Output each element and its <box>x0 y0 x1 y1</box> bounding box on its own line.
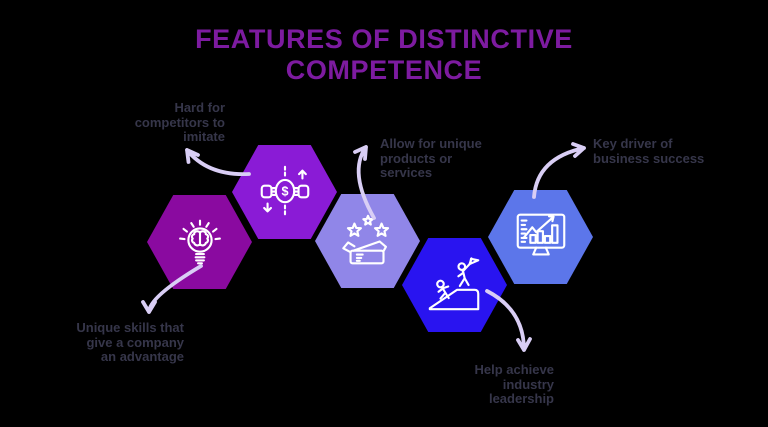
label-business-success: Key driver of business success <box>593 136 705 166</box>
label-unique-skills: Unique skills that give a company an adv… <box>76 320 184 364</box>
gift-box-stars-icon <box>341 214 389 265</box>
page-title: FEATURES OF DISTINCTIVE COMPETENCE <box>195 24 573 85</box>
growth-chart-monitor-icon <box>516 213 565 256</box>
svg-text:$: $ <box>281 184 288 198</box>
lightbulb-brain-icon <box>178 219 221 265</box>
climbing-flag-icon <box>428 257 479 311</box>
label-industry-leadership: Help achieve industry leadership <box>474 362 555 406</box>
money-exchange-icon: $ <box>260 165 309 219</box>
label-hard-to-imitate: Hard for competitors to imitate <box>134 100 225 144</box>
label-unique-products: Allow for unique products or services <box>380 136 482 180</box>
